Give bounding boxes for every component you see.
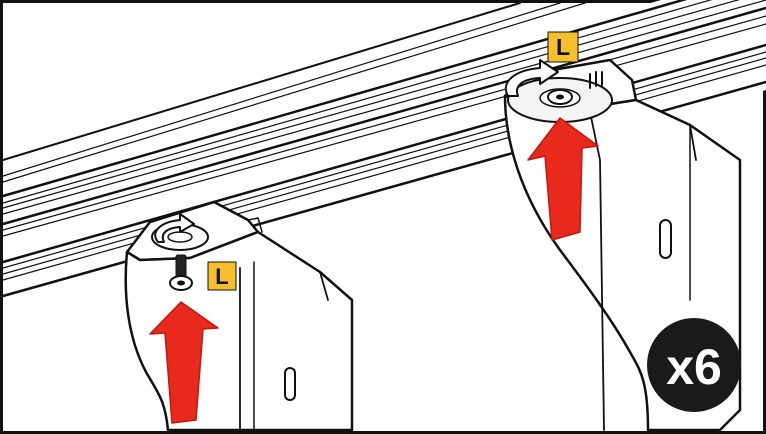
part-label-left: L <box>207 261 237 291</box>
part-label-right: L <box>547 31 579 63</box>
up-arrow-icon <box>527 117 599 241</box>
up-arrow-icon <box>149 301 219 424</box>
rotate-arrow-icon <box>154 213 195 243</box>
part-label-left-text: L <box>215 264 228 289</box>
left-bracket-slot <box>284 367 296 401</box>
part-label-right-text: L <box>556 34 570 60</box>
rotate-arrow-icon <box>505 59 559 97</box>
quantity-text: x6 <box>666 339 722 395</box>
left-screw <box>169 254 193 291</box>
right-bracket-slot <box>659 219 672 259</box>
quantity-badge: x6 <box>647 318 741 412</box>
right-screw <box>547 89 573 105</box>
